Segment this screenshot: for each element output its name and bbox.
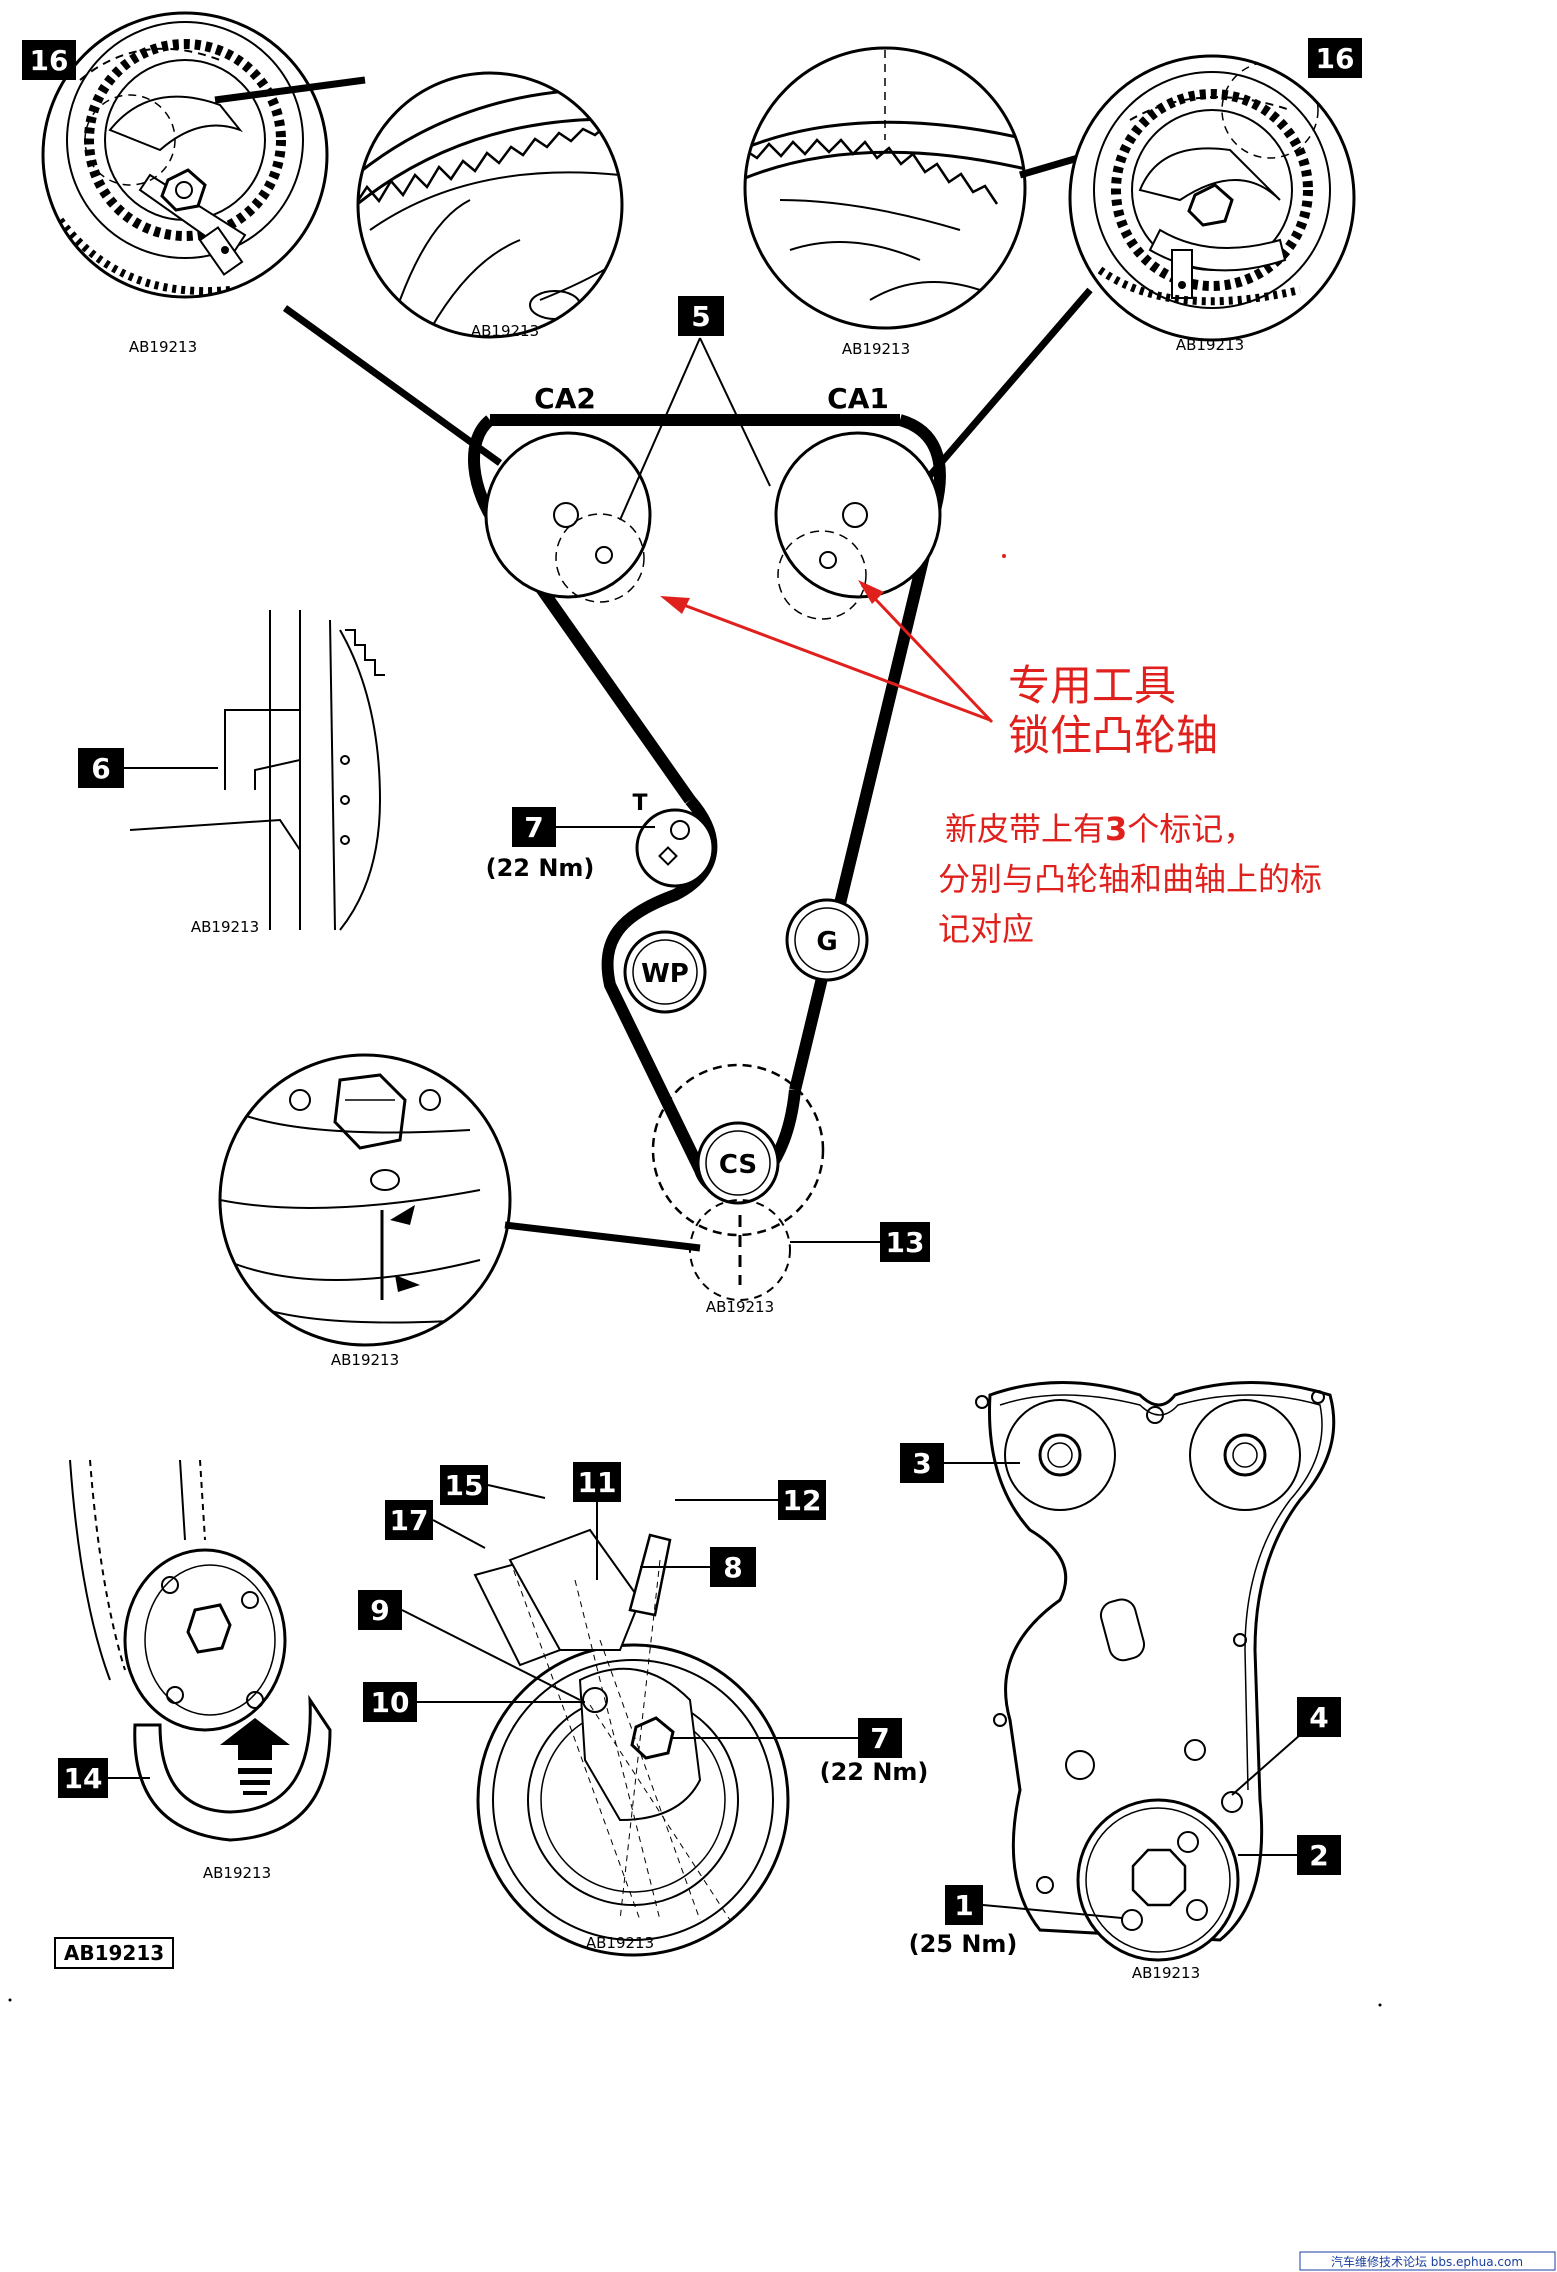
crank-detail: AB19213 — [218, 1053, 512, 1369]
label-15: 15 — [445, 1469, 484, 1502]
code-label: AB19213 — [471, 322, 539, 340]
code-label: AB19213 — [203, 1864, 271, 1882]
belt-routing: CA2 CA1 5 T WP G CS AB19213 — [468, 296, 946, 1316]
tensioner-detail: 15 11 12 17 8 9 10 7 (22 Nm) AB19213 — [358, 1462, 929, 1957]
timing-cover-detail: 3 4 2 1 (25 Nm) AB19213 — [900, 1381, 1341, 1982]
code-label: AB19213 — [706, 1298, 774, 1316]
code-label: AB19213 — [1176, 336, 1244, 354]
torque-1: (25 Nm) — [909, 1930, 1018, 1958]
detail-14: 14 AB19213 — [58, 1459, 332, 1882]
tool-line-1: 专用工具 — [1008, 661, 1176, 710]
pulley-ca1-label: CA1 — [827, 382, 889, 415]
ca2-zoom-detail: AB19213 — [356, 71, 624, 340]
pulley-wp-label: WP — [641, 959, 689, 989]
tool-line-2: 锁住凸轮轴 — [1008, 711, 1218, 760]
code-label: AB19213 — [586, 1934, 654, 1952]
label-1: 1 — [954, 1889, 973, 1922]
diagram-code-box: AB19213 — [54, 1937, 174, 1969]
code-label: AB19213 — [129, 338, 197, 356]
label-16-left: 16 — [30, 44, 69, 77]
tool-annotation: 专用工具 锁住凸轮轴 — [1008, 661, 1218, 760]
label-7-top: 7 — [524, 811, 543, 844]
ca1-lock-detail: 16 AB19213 — [1068, 38, 1362, 354]
footer-watermark: 汽车维修技术论坛 bbs.ephua.com — [1299, 2251, 1556, 2271]
code-label: AB19213 — [842, 340, 910, 358]
label-16-right: 16 — [1316, 42, 1355, 75]
label-2: 2 — [1309, 1839, 1328, 1872]
ca1-zoom-detail: AB19213 — [743, 46, 1027, 358]
pulley-ca2-label: CA2 — [534, 382, 596, 415]
pulley-g-label: G — [816, 927, 837, 957]
diagram-code: AB19213 — [64, 1941, 164, 1965]
code-label: AB19213 — [191, 918, 259, 936]
marks-annotation: 新皮带上有3个标记， 分别与凸轮轴和曲轴上的标 记对应 — [938, 810, 1322, 948]
label-17: 17 — [390, 1504, 429, 1537]
ca2-lock-detail: 16 AB19213 — [22, 11, 329, 356]
pulley-cs-label: CS — [719, 1150, 757, 1180]
label-3: 3 — [912, 1447, 931, 1480]
label-13: 13 — [886, 1226, 925, 1259]
label-7-bottom: 7 — [870, 1722, 889, 1755]
code-label: AB19213 — [1132, 1964, 1200, 1982]
marks-line-2: 分别与凸轮轴和曲轴上的标 — [938, 860, 1322, 898]
marks-line-3: 记对应 — [938, 910, 1034, 948]
footer-text: 汽车维修技术论坛 bbs.ephua.com — [1331, 2254, 1523, 2269]
label-5: 5 — [691, 300, 710, 333]
label-11: 11 — [578, 1466, 617, 1499]
label-14: 14 — [64, 1762, 103, 1795]
label-4: 4 — [1309, 1701, 1328, 1734]
code-label: AB19213 — [331, 1351, 399, 1369]
red-arrows — [660, 554, 1006, 724]
label-12: 12 — [783, 1484, 822, 1517]
label-6: 6 — [91, 752, 110, 785]
marks-line-1: 新皮带上有3个标记， — [945, 810, 1255, 848]
label-9: 9 — [370, 1594, 389, 1627]
torque-7-bottom: (22 Nm) — [820, 1758, 929, 1786]
detail-6: 6 AB19213 — [78, 610, 385, 936]
label-8: 8 — [723, 1551, 742, 1584]
pulley-t-label: T — [632, 791, 647, 816]
torque-7-top: (22 Nm) — [486, 854, 595, 882]
label-10: 10 — [371, 1686, 410, 1719]
